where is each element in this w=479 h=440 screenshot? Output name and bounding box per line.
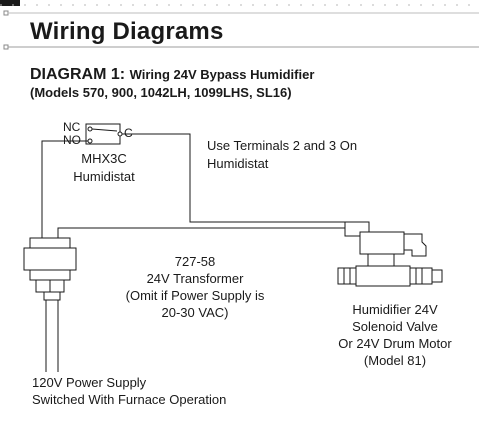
power-supply-line2: Switched With Furnace Operation [32,392,227,407]
transformer-top [29,237,71,249]
valve-outlet-fitting [409,267,433,285]
transformer-bottom [29,269,71,281]
transformer-type-label: 24V Transformer [146,271,244,286]
valve-stem [367,253,395,267]
header-square-marker [3,10,9,16]
valve-outlet-bracket [403,233,427,257]
transformer-model-label: 727-58 [174,254,216,269]
no-terminal-icon [87,138,93,144]
switch-nc-label: NC [63,120,81,134]
switch-c-label: C [124,126,133,140]
wire-c-to-valve [122,133,348,223]
title-square-marker [3,44,9,50]
header-rules [0,0,479,50]
valve-outlet-cap [431,269,443,283]
diagram-number: DIAGRAM 1: [30,66,126,83]
valve-label-line1: Humidifier 24V [352,302,438,317]
wire-no-to-transformer [41,140,88,242]
valve-label-line4: (Model 81) [363,353,427,368]
diagram-models: (Models 570, 900, 1042LH, 1099LHS, SL16) [30,85,292,100]
humidistat-label: Humidistat [73,169,135,184]
humidistat-model-label: MHX3C [81,151,127,166]
c-terminal-icon [117,131,123,137]
transformer-note-line1: (Omit if Power Supply is [125,288,265,303]
valve-label-line2: Solenoid Valve [352,319,438,334]
nc-terminal-icon [87,126,93,132]
humidistat-switch [85,123,123,145]
transformer-icon [23,237,77,301]
diagram-heading: DIAGRAM 1: Wiring 24V Bypass Humidifier … [30,66,314,102]
header-block [0,0,20,6]
valve-body [355,265,411,287]
solenoid-valve-icon [337,221,443,287]
transformer-body [23,247,77,271]
valve-label-line3: Or 24V Drum Motor [338,336,452,351]
transformer-note-line2: 20-30 VAC) [161,305,229,320]
diagram-description: Wiring 24V Bypass Humidifier [129,67,315,82]
terminals-note-line2: Humidistat [207,156,269,171]
valve-coil [359,231,405,255]
terminals-note-line1: Use Terminals 2 and 3 On [207,138,358,153]
valve-inlet-fitting [337,267,357,285]
switch-arm [91,128,118,132]
page-title: Wiring Diagrams [30,18,224,45]
power-supply-line1: 120V Power Supply [32,375,147,390]
switch-no-label: NO [63,133,81,147]
wire-transformer-to-valve [57,227,350,242]
transformer-neck [43,291,61,301]
